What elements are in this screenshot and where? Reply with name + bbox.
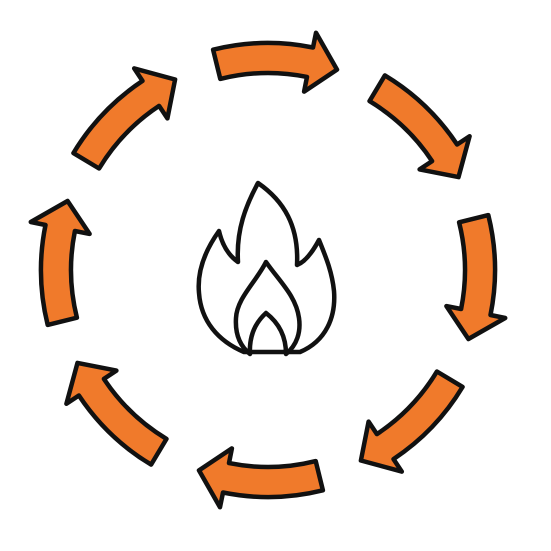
cycle-arrow-icon — [444, 212, 508, 342]
cycle-arrow-icon — [358, 369, 465, 474]
inner-flame-shape — [233, 259, 302, 357]
cycle-arrow-icon — [28, 198, 92, 328]
circular-arrows-icon — [28, 30, 508, 510]
cycle-arrow-icon — [367, 73, 472, 180]
cycle-arrow-icon — [71, 66, 178, 171]
cycle-arrow-icon — [210, 30, 340, 94]
cycle-arrow-icon — [196, 446, 326, 510]
fire-icon — [196, 180, 337, 357]
cycle-arrow-icon — [64, 360, 169, 467]
